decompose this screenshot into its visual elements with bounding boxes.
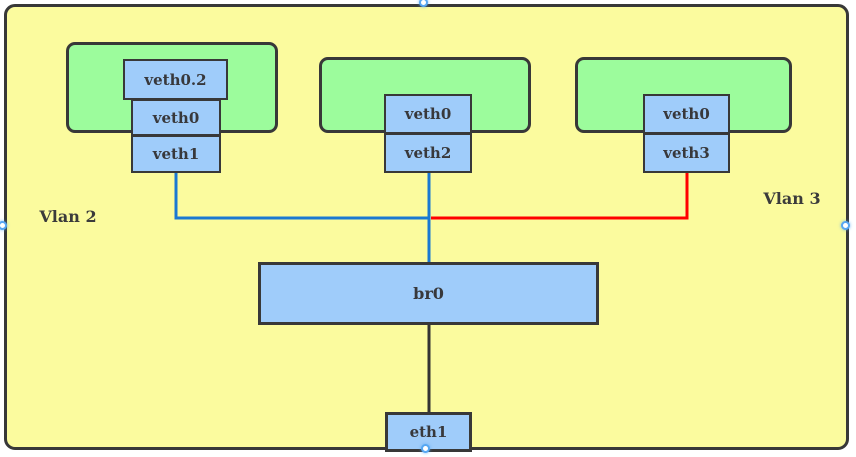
node-veth0.2[interactable]: veth0.2	[123, 59, 228, 100]
node-veth2[interactable]: veth2	[384, 133, 472, 173]
node-br0-label: br0	[413, 284, 444, 303]
connection-handle-left[interactable]	[0, 221, 7, 230]
node-ns3-veth0[interactable]: veth0	[643, 94, 730, 134]
node-br0[interactable]: br0	[258, 262, 599, 325]
connection-handle-right[interactable]	[841, 221, 850, 230]
node-veth1-label: veth1	[152, 145, 200, 163]
vlan2-link-line[interactable]	[174, 171, 429, 220]
vlan3-label[interactable]: Vlan 3	[763, 189, 821, 208]
node-veth3[interactable]: veth3	[643, 133, 730, 173]
vlan2-label[interactable]: Vlan 2	[39, 207, 97, 226]
node-veth2-label: veth2	[404, 144, 452, 162]
node-ns3-veth0-label: veth0	[663, 105, 710, 123]
connection-handle-bottom[interactable]	[421, 444, 430, 453]
vlan3-link-line[interactable]	[431, 171, 689, 220]
node-veth3-label: veth3	[663, 144, 710, 162]
node-ns1-veth0[interactable]: veth0	[131, 99, 221, 136]
node-ns1-veth0-label: veth0	[152, 108, 200, 127]
node-ns2-veth0-label: veth0	[404, 105, 452, 123]
node-veth0.2-label: veth0.2	[144, 70, 207, 89]
node-ns2-veth0[interactable]: veth0	[384, 94, 472, 134]
node-veth1[interactable]: veth1	[131, 135, 221, 173]
connection-handle-top[interactable]	[419, 0, 428, 7]
node-eth1-label: eth1	[409, 423, 448, 441]
